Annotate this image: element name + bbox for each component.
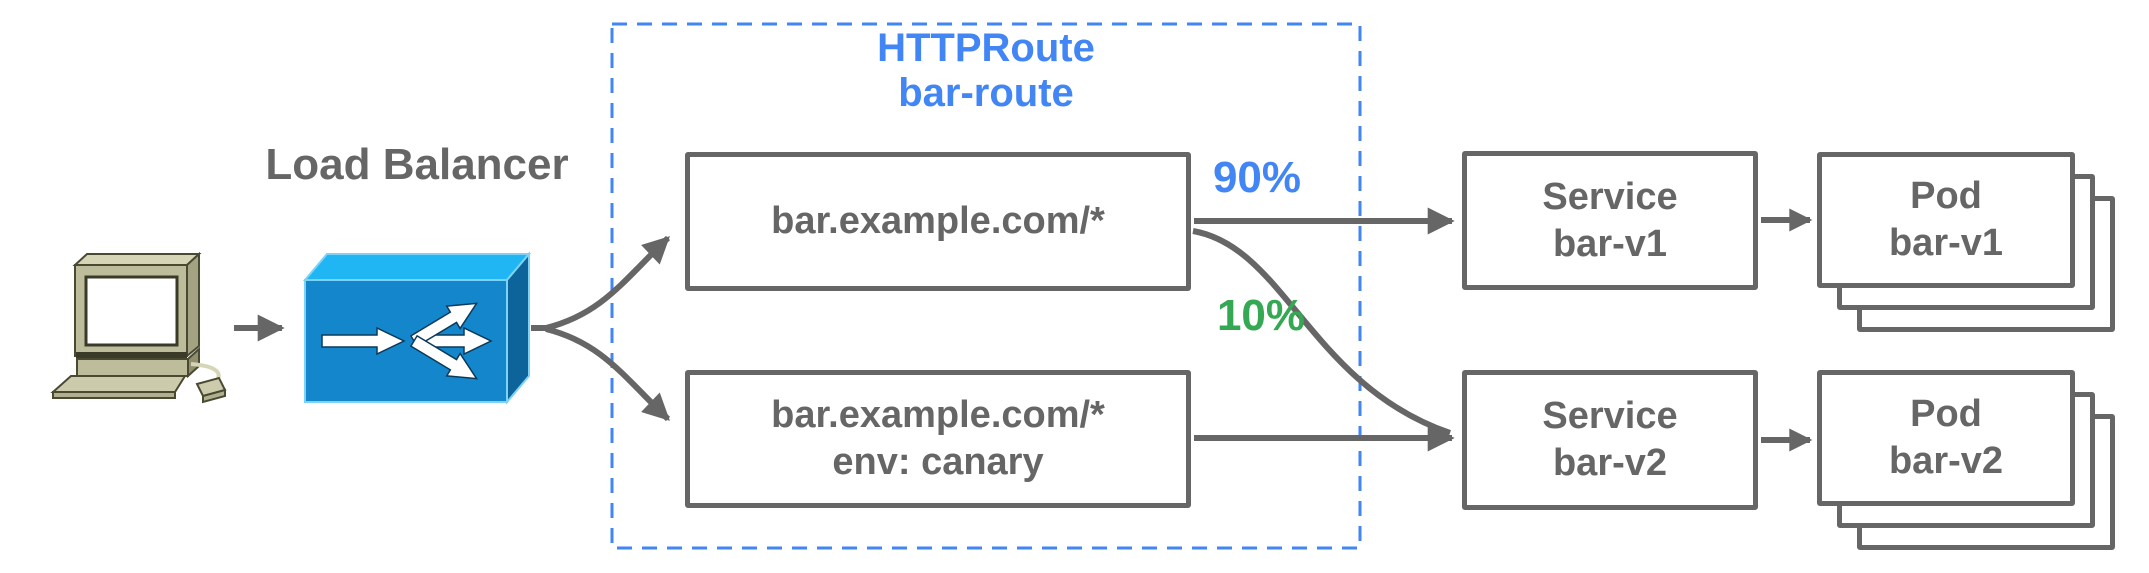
- load-balancer-label: Load Balancer: [265, 140, 569, 189]
- route-rule-2-box: bar.example.com/* env: canary: [685, 370, 1191, 508]
- rule-1-match: bar.example.com/*: [771, 200, 1105, 242]
- load-balancer-icon: [302, 251, 532, 405]
- arrow-lb-to-rule1: [545, 235, 671, 331]
- route-rule-1-box: bar.example.com/*: [685, 152, 1191, 291]
- pod-bar-v1-stack: Pod bar-v1: [1817, 152, 2117, 334]
- httproute-kind: HTTPRoute: [877, 26, 1095, 70]
- client-computer-icon: [50, 251, 227, 404]
- rule-2-match: bar.example.com/*: [771, 394, 1105, 436]
- pod-bar-v2-stack: Pod bar-v2: [1817, 370, 2117, 552]
- httproute-name: bar-route: [898, 71, 1074, 115]
- pod-v1-name: bar-v1: [1888, 222, 2004, 264]
- service-v1-name: bar-v1: [1552, 222, 1668, 265]
- pod-v2-card-front: Pod bar-v2: [1817, 370, 2075, 506]
- rule-2-header-match: env: canary: [832, 441, 1044, 483]
- curve-rule1-to-service-v2: [1192, 228, 1451, 436]
- pod-v1-card-front: Pod bar-v1: [1817, 152, 2075, 288]
- pod-v2-kind: Pod: [1910, 393, 1982, 435]
- service-bar-v1-box: Service bar-v1: [1462, 151, 1758, 290]
- weight-10-label: 10%: [1216, 291, 1306, 340]
- service-v2-kind: Service: [1542, 395, 1678, 437]
- httproute-dashed-boundary: [610, 22, 1362, 550]
- service-v2-name: bar-v2: [1552, 442, 1668, 484]
- arrow-lb-to-rule2: [545, 326, 671, 422]
- httproute-title: HTTPRoute bar-route: [786, 26, 1186, 116]
- pod-v2-name: bar-v2: [1888, 440, 2004, 482]
- service-v1-kind: Service: [1542, 175, 1678, 218]
- weight-90-label: 90%: [1212, 153, 1302, 202]
- service-bar-v2-box: Service bar-v2: [1462, 370, 1758, 510]
- pod-v1-kind: Pod: [1910, 175, 1982, 217]
